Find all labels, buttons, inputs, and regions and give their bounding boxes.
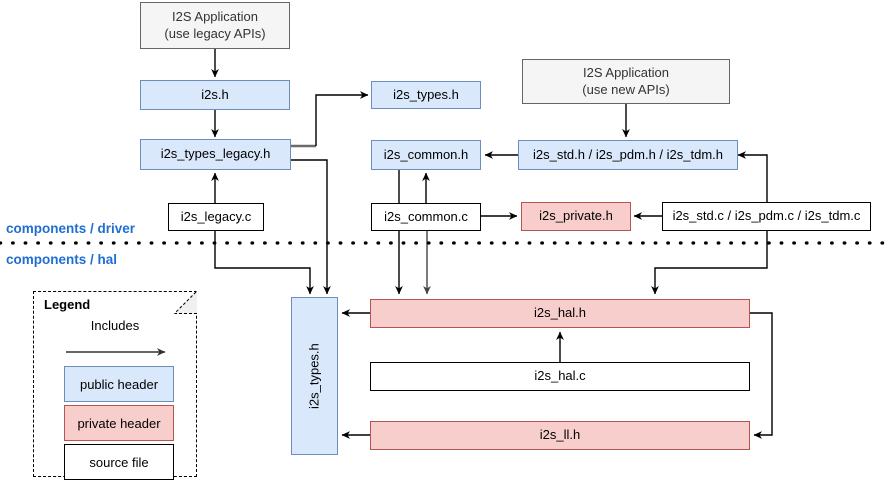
legend-swatch-public-header: public header — [64, 366, 174, 402]
node-i2s-h[interactable]: i2s.h — [140, 80, 290, 110]
app-new-line2: (use new APIs) — [582, 81, 670, 97]
node-i2s-hal-h[interactable]: i2s_hal.h — [370, 299, 750, 328]
node-i2s-legacy-c[interactable]: i2s_legacy.c — [168, 203, 264, 231]
node-i2s-std-pdm-tdm-h[interactable]: i2s_std.h / i2s_pdm.h / i2s_tdm.h — [518, 140, 738, 170]
legend-dogear-fold-icon — [174, 291, 197, 314]
node-i2s-application-new[interactable]: I2S Application (use new APIs) — [522, 59, 730, 104]
app-new-line1: I2S Application — [582, 65, 669, 81]
divider-label-hal: components / hal — [6, 252, 118, 267]
node-i2s-ll-h[interactable]: i2s_ll.h — [370, 421, 750, 450]
legend-title: Legend — [44, 297, 91, 312]
legend-includes-arrow-icon — [66, 348, 166, 356]
node-i2s-types-h-driver[interactable]: i2s_types.h — [371, 81, 481, 109]
legend-includes-label: Includes — [90, 318, 140, 333]
legend-swatch-private-header: private header — [64, 405, 174, 441]
node-i2s-types-legacy-h[interactable]: i2s_types_legacy.h — [140, 139, 291, 170]
node-i2s-private-h[interactable]: i2s_private.h — [521, 202, 631, 231]
node-i2s-application-legacy[interactable]: I2S Application (use legacy APIs) — [140, 2, 290, 49]
app-legacy-line1: I2S Application — [171, 9, 258, 25]
node-i2s-common-h[interactable]: i2s_common.h — [371, 140, 481, 170]
divider-label-driver: components / driver — [6, 221, 136, 236]
legend-panel: Legend Includes public header private he… — [33, 291, 197, 480]
node-i2s-common-c[interactable]: i2s_common.c — [371, 203, 481, 231]
legend-swatch-source-file: source file — [64, 444, 174, 480]
node-i2s-std-pdm-tdm-c[interactable]: i2s_std.c / i2s_pdm.c / i2s_tdm.c — [662, 202, 871, 231]
node-i2s-types-h-hal[interactable]: i2s_types.h — [291, 297, 338, 455]
app-legacy-line2: (use legacy APIs) — [164, 25, 266, 41]
node-i2s-hal-c[interactable]: i2s_hal.c — [370, 362, 750, 391]
